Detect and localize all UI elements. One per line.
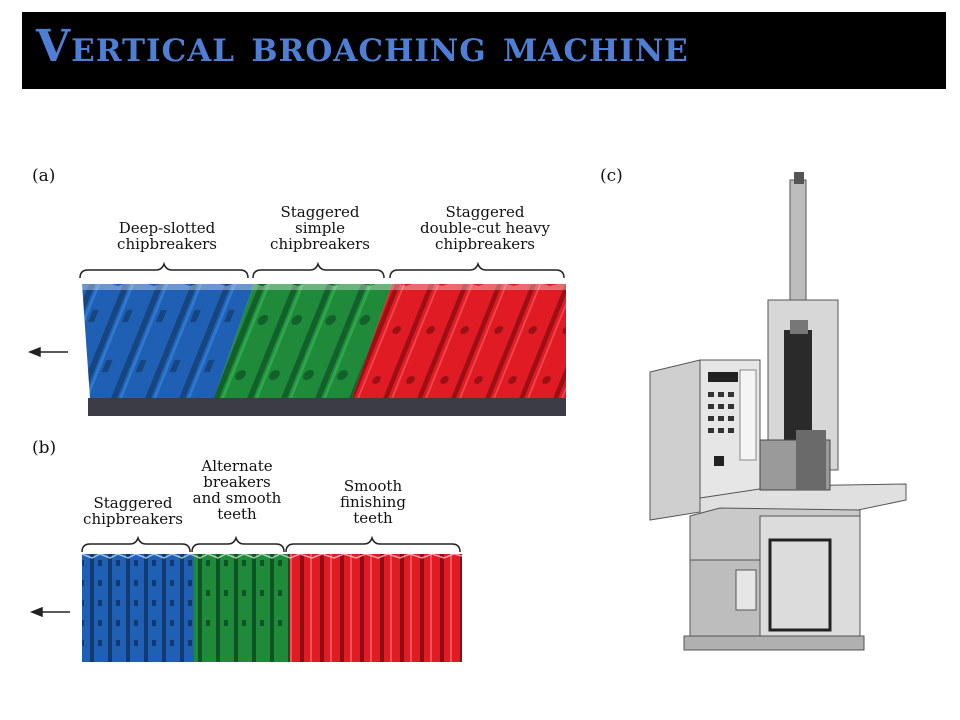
label-staggered-simple: Staggered simple chipbreakers: [270, 203, 370, 253]
title-bar: Vertical broaching machine: [22, 12, 946, 89]
label-staggered-double-cut: Staggered double-cut heavy chipbreakers: [420, 203, 550, 253]
panel-a-letter: (a): [32, 166, 56, 186]
slide-title: Vertical broaching machine: [36, 21, 689, 72]
label-smooth-finishing: Smooth finishing teeth: [340, 477, 406, 527]
arrow-b: [29, 606, 70, 618]
broach-b: [81, 553, 463, 662]
broaching-machine-illustration: [649, 172, 907, 651]
label-alternate-breakers: Alternate breakers and smooth teeth: [192, 457, 282, 523]
label-staggered-chipbreakers: Staggered chipbreakers: [83, 494, 183, 528]
arrow-a: [27, 346, 68, 358]
panel-a-braces: [79, 261, 565, 279]
panel-b-letter: (b): [32, 438, 57, 458]
broach-a: [82, 280, 566, 416]
label-deep-slotted: Deep-slotted chipbreakers: [117, 219, 217, 253]
panel-b-braces: [81, 535, 461, 553]
panel-c-letter: (c): [600, 166, 623, 186]
